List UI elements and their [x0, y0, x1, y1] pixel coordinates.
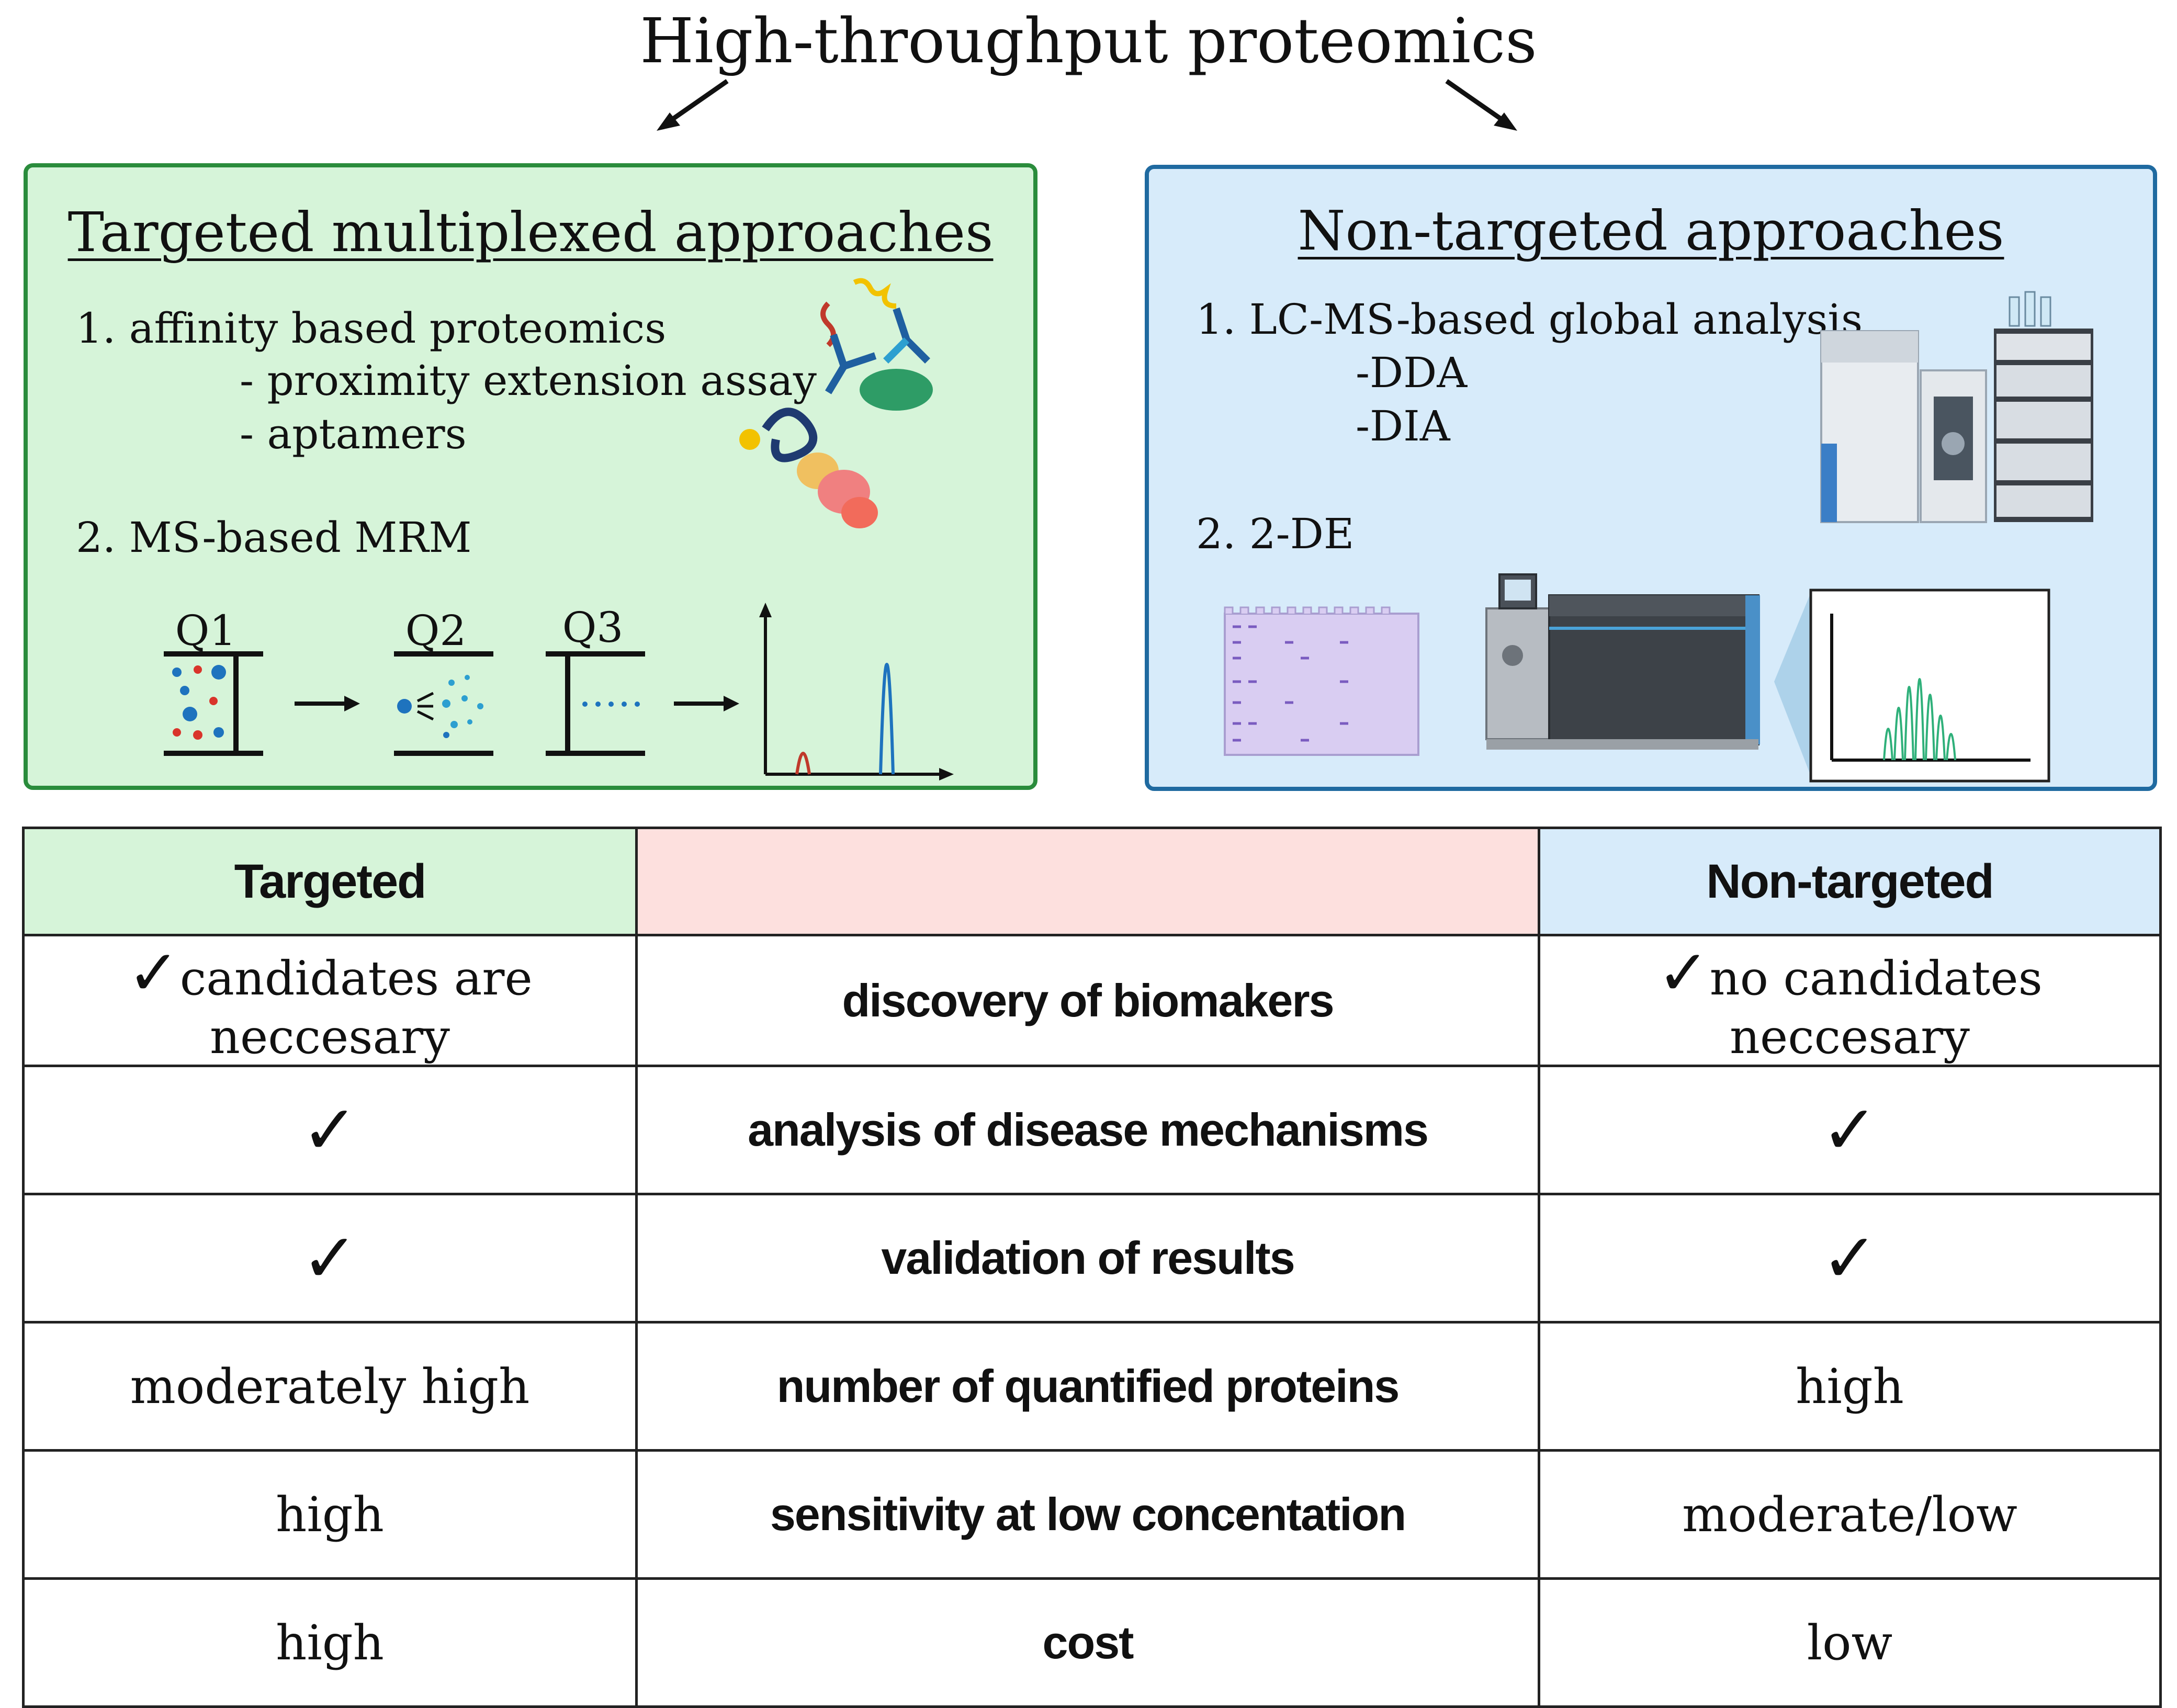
checkmark-icon: ✓	[127, 936, 180, 1010]
nontargeted-item-lcms: 1. LC-MS-based global analysis	[1196, 295, 1863, 344]
ms-spectrum-callout-icon	[1774, 589, 2050, 783]
mass-spectrometer-icon	[1485, 573, 1760, 750]
targeted-item-affinity: 1. affinity based proteomics	[76, 304, 667, 353]
checkmark-icon: ✓	[22, 1193, 638, 1324]
cell-nontargeted: low	[1538, 1577, 2162, 1708]
mrm-spectrum-icon	[759, 603, 954, 781]
targeted-sub-aptamers: - aptamers	[240, 410, 467, 458]
nontargeted-sub-dia: -DIA	[1356, 402, 1450, 450]
arrow-right-icon	[1445, 79, 1517, 131]
table-row: ✓ validation of results ✓	[22, 1193, 2162, 1324]
comparison-table: Targeted Non-targeted ✓candidates are ne…	[22, 827, 2162, 1708]
cell-criterion: sensitivity at low concentation	[635, 1449, 1540, 1580]
q2-collision-cell-icon	[394, 651, 493, 756]
cell-targeted: ✓candidates are neccesary	[22, 934, 638, 1067]
cell-criterion: number of quantified proteins	[635, 1321, 1540, 1452]
targeted-heading: Targeted multiplexed approaches	[67, 200, 994, 264]
nontargeted-heading: Non-targeted approaches	[1298, 199, 2004, 263]
q3-quadrupole-icon	[546, 651, 645, 756]
targeted-panel: Targeted multiplexed approaches 1. affin…	[24, 163, 1037, 790]
nontargeted-item-2de: 2. 2-DE	[1196, 510, 1355, 558]
q3-label: Q3	[562, 603, 624, 652]
mrm-schematic	[164, 603, 954, 781]
checkmark-icon: ✓	[22, 1065, 638, 1195]
checkmark-icon: ✓	[1538, 1065, 2162, 1195]
table-header-row: Targeted Non-targeted	[22, 827, 2162, 936]
2de-gel-icon	[1224, 606, 1419, 756]
cell-nontargeted: ✓no candidates neccesary	[1538, 934, 2162, 1067]
q1-label: Q1	[175, 606, 236, 655]
targeted-item-mrm: 2. MS-based MRM	[76, 513, 472, 562]
q1-quadrupole-icon	[164, 651, 263, 756]
arrow-left-icon	[657, 79, 729, 131]
cell-targeted: moderately high	[22, 1321, 638, 1452]
cell-criterion: discovery of biomakers	[635, 934, 1540, 1067]
cell-criterion: validation of results	[635, 1193, 1540, 1324]
nontargeted-panel: Non-targeted approaches 1. LC-MS-based g…	[1145, 165, 2157, 791]
nontargeted-sub-dda: -DDA	[1356, 348, 1468, 397]
table-row: ✓candidates are neccesary discovery of b…	[22, 934, 2162, 1067]
cell-criterion: cost	[635, 1577, 1540, 1708]
main-title: High-throughput proteomics	[640, 5, 1537, 77]
table-row: moderately high number of quantified pro…	[22, 1321, 2162, 1452]
q2-label: Q2	[405, 606, 467, 655]
lcms-instrument-icon	[1820, 291, 2093, 523]
table-row: high sensitivity at low concentation mod…	[22, 1449, 2162, 1580]
cell-targeted: high	[22, 1577, 638, 1708]
cell-nontargeted: moderate/low	[1538, 1449, 2162, 1580]
antibody-illustration-icon	[739, 278, 933, 528]
header-middle	[635, 827, 1540, 936]
checkmark-icon: ✓	[1538, 1193, 2162, 1324]
cell-targeted: high	[22, 1449, 638, 1580]
checkmark-icon: ✓	[1657, 936, 1710, 1010]
cell-nontargeted: high	[1538, 1321, 2162, 1452]
table-row: high cost low	[22, 1577, 2162, 1708]
header-targeted: Targeted	[22, 827, 638, 936]
targeted-sub-pea: - proximity extension assay	[240, 356, 817, 405]
header-nontargeted: Non-targeted	[1538, 827, 2162, 936]
cell-criterion: analysis of disease mechanisms	[635, 1065, 1540, 1195]
table-row: ✓ analysis of disease mechanisms ✓	[22, 1065, 2162, 1195]
